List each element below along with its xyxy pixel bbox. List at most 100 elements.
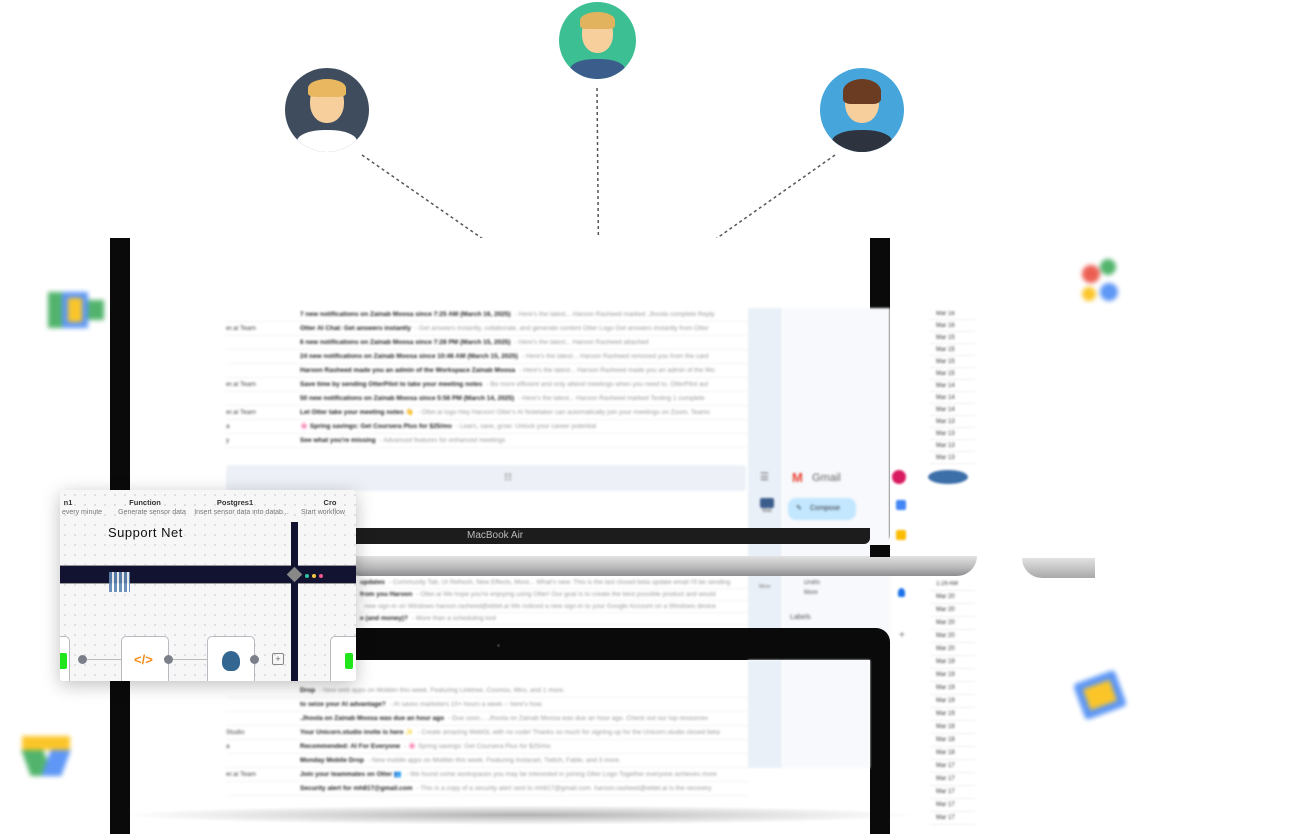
node-label-cron: Cro: [323, 498, 337, 507]
email-date: Mar 13: [930, 416, 975, 428]
email-row[interactable]: 6 new notifications on Zainab Moosa sinc…: [226, 336, 748, 350]
node-sub-postgres: Insert sensor data into datab...: [194, 509, 289, 516]
contacts-icon[interactable]: [898, 588, 905, 597]
email-row[interactable]: new sign-in on Windows haroon.rasheed@eb…: [360, 601, 748, 613]
gmail-side-panel-bottom: [748, 660, 782, 768]
gmail-logo-text: Gmail: [812, 472, 841, 484]
email-sender: [226, 308, 300, 321]
email-date: Mar 13: [930, 452, 975, 464]
email-row[interactable]: updates- Community Tab, UI Refresh, New …: [360, 577, 748, 589]
trigger-icon: [345, 653, 353, 669]
email-snippet: - Learn, save, grow: Unlock your career …: [455, 423, 597, 430]
brand-logo: [928, 470, 968, 484]
connector-line: [173, 659, 207, 660]
cron-node[interactable]: [330, 636, 356, 681]
account-avatar[interactable]: [892, 470, 906, 484]
email-snippet: - Advanced features for enhanced meeting…: [379, 437, 506, 444]
email-date: Mar 19: [930, 695, 975, 708]
laptop-bottom-screen: [130, 660, 870, 834]
postgres-node[interactable]: [207, 636, 255, 681]
email-snippet: - New mobile apps on Mobbin this week. F…: [367, 757, 621, 764]
laptop-base-fragment: [1022, 558, 1095, 578]
email-row[interactable]: from you Haroon- Otter.ai We hope you're…: [360, 589, 748, 601]
email-row[interactable]: .Jhoola on Zainab Moosa was due an hour …: [226, 712, 748, 726]
user-avatar-left: [285, 68, 369, 152]
laptop-top-base: [340, 556, 977, 576]
email-row[interactable]: 50 new notifications on Zainab Moosa sin…: [226, 392, 748, 406]
email-sender: [226, 350, 300, 363]
email-date: Mar 13: [930, 428, 975, 440]
mail-nav[interactable]: Mail: [756, 498, 778, 514]
laptop-model-label: MacBook Air: [467, 530, 524, 541]
dark-band-horizontal: [60, 565, 356, 584]
email-sender: [226, 754, 300, 767]
email-list-bottom: Drop- New web apps on Mobbin this week. …: [226, 684, 748, 796]
workflow-card[interactable]: n1 every minute Function Generate sensor…: [60, 490, 356, 681]
add-node-button[interactable]: +: [272, 653, 284, 665]
more-item[interactable]: More: [804, 590, 818, 596]
email-row[interactable]: Drop- New web apps on Mobbin this week. …: [226, 684, 748, 698]
email-list-top: 7 new notifications on Zainab Moosa sinc…: [226, 308, 748, 448]
pencil-icon: ✎: [796, 505, 802, 512]
gmail-search-bar[interactable]: ☷: [226, 465, 746, 491]
email-row[interactable]: 24 new notifications on Zainab Moosa sin…: [226, 350, 748, 364]
email-subject: Recommended: AI For Everyone: [300, 743, 401, 750]
email-date: Mar 16: [930, 308, 975, 320]
drafts-item[interactable]: Drafts: [804, 580, 821, 586]
email-row[interactable]: a🌸 Spring savings: Get Coursera Plus for…: [226, 420, 748, 434]
email-sender: [226, 364, 300, 377]
filter-icon[interactable]: ☷: [504, 472, 513, 482]
email-row[interactable]: Haroon Rasheed made you an admin of the …: [226, 364, 748, 378]
keep-icon[interactable]: [896, 530, 906, 540]
menu-icon[interactable]: ☰: [760, 472, 769, 483]
email-row[interactable]: Security alert for mh817@gmail.com- This…: [226, 782, 748, 796]
building-icon: [109, 572, 130, 592]
connector-dot[interactable]: [164, 655, 173, 664]
email-row[interactable]: e (and money)?- More than a scheduling t…: [360, 613, 748, 625]
user-avatar-center: [559, 2, 636, 79]
email-subject: See what you're missing: [300, 437, 376, 444]
node-label-trigger: n1: [63, 498, 73, 507]
email-date: Mar 15: [930, 368, 975, 380]
compose-button[interactable]: ✎ Compose: [788, 498, 856, 520]
email-row[interactable]: Monday Mobile Drop- New mobile apps on M…: [226, 754, 748, 768]
email-snippet: - Due soon... .Jhoola on Zainab Moosa wa…: [448, 715, 708, 722]
email-sender: er.ai Team: [226, 325, 256, 332]
email-date: Mar 18: [930, 734, 975, 747]
more-label: More: [759, 584, 771, 590]
email-row[interactable]: to seize your AI advantage?- AI saves ma…: [226, 698, 748, 712]
add-addon-icon[interactable]: +: [899, 630, 905, 641]
email-snippet: - Be more efficient and only attend meet…: [486, 381, 709, 388]
trigger-node[interactable]: [60, 636, 70, 681]
email-snippet: - Create amazing WebGL with no code! Tha…: [417, 729, 720, 736]
email-date: Mar 17: [930, 812, 975, 825]
email-snippet: - Community Tab, UI Refresh, New Effects…: [388, 579, 731, 586]
email-date: Mar 14: [930, 404, 975, 416]
email-sender: [226, 684, 300, 697]
connector-dot[interactable]: [250, 655, 259, 664]
gmail-logo-icon: M: [792, 470, 803, 485]
email-snippet: - Otter.ai logo Hey Haroon! Otter's AI N…: [417, 409, 710, 416]
function-node[interactable]: </>: [121, 636, 169, 681]
email-row[interactable]: 7 new notifications on Zainab Moosa sinc…: [226, 308, 748, 322]
email-snippet: - More than a scheduling tool: [412, 615, 496, 622]
calendar-icon[interactable]: [896, 500, 906, 510]
gmail-sidebar-lower: Drafts More Labels: [790, 580, 870, 630]
code-icon: </>: [134, 652, 153, 667]
email-subject: to seize your AI advantage?: [300, 701, 386, 708]
email-date: Mar 19: [930, 682, 975, 695]
email-snippet: - Otter.ai We hope you're enjoying using…: [416, 591, 716, 598]
connector-dot[interactable]: [78, 655, 87, 664]
email-date: Mar 18: [930, 721, 975, 734]
email-sender: [226, 392, 300, 405]
node-sub-cron: Start workflow: [301, 509, 345, 516]
email-subject: e (and money)?: [360, 615, 409, 622]
email-date: Mar 15: [930, 344, 975, 356]
